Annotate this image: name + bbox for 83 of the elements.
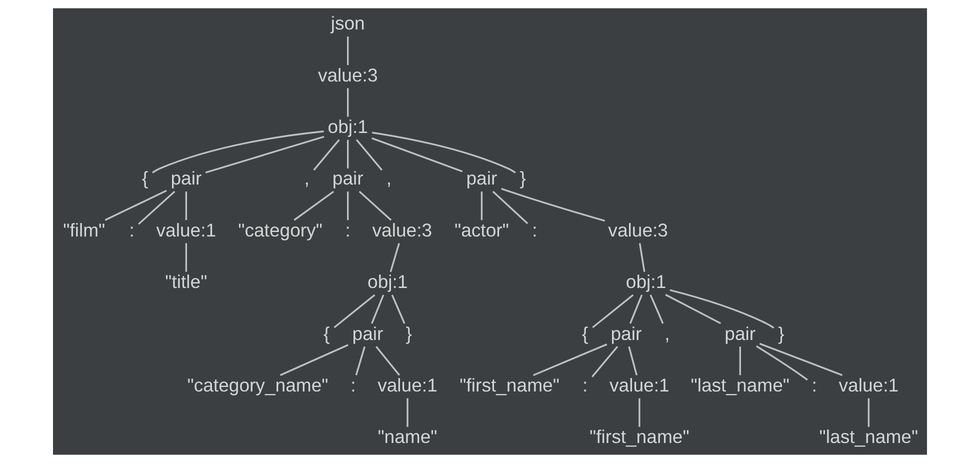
connector xyxy=(406,398,408,427)
connector xyxy=(500,188,605,222)
connector xyxy=(184,243,187,272)
node-text: { xyxy=(581,322,588,344)
node-text: , xyxy=(664,322,670,344)
node-text: pair xyxy=(332,168,363,189)
node-text: : xyxy=(582,374,588,396)
node-text: json xyxy=(330,12,364,34)
connector xyxy=(279,344,348,376)
node-text: "title" xyxy=(164,271,207,292)
node-text: "category_name" xyxy=(186,374,328,396)
connector xyxy=(664,294,721,324)
connector xyxy=(371,132,516,174)
node-text: obj:1 xyxy=(327,116,368,138)
connector xyxy=(333,294,375,328)
node-text: value:3 xyxy=(372,219,432,240)
connector xyxy=(138,190,175,225)
connector xyxy=(389,242,400,272)
node-text: pair xyxy=(724,322,756,344)
connector xyxy=(638,243,645,272)
node-text: } xyxy=(778,322,784,344)
connector xyxy=(755,345,808,381)
node-text: obj:1 xyxy=(367,271,408,292)
node-text: } xyxy=(519,168,526,189)
node-text: : xyxy=(344,219,350,240)
connector xyxy=(184,192,187,220)
node-text: "category" xyxy=(238,219,322,240)
node-text: : xyxy=(811,374,816,396)
connector xyxy=(293,190,334,221)
connector xyxy=(390,294,405,324)
connector xyxy=(532,344,607,376)
connector xyxy=(346,36,348,66)
node-text: "last_name" xyxy=(818,426,918,448)
connector xyxy=(628,294,642,324)
connector xyxy=(738,346,740,376)
connector xyxy=(628,346,638,376)
connector xyxy=(590,346,618,378)
connector xyxy=(649,294,664,324)
node-text: value:1 xyxy=(156,219,216,240)
node-text: "film" xyxy=(62,219,105,240)
node-text: , xyxy=(386,168,392,189)
connector xyxy=(375,346,400,376)
node-text: "first_name" xyxy=(459,374,559,396)
node-text: value:3 xyxy=(317,64,378,86)
connector xyxy=(592,294,634,328)
connector xyxy=(204,136,324,174)
node-text: "actor" xyxy=(454,219,508,240)
connector xyxy=(346,192,348,220)
connector xyxy=(152,130,324,174)
connector xyxy=(669,289,774,329)
connector xyxy=(104,190,166,221)
connector xyxy=(346,140,348,168)
node-text: : xyxy=(128,219,134,240)
connector xyxy=(638,398,640,427)
connector xyxy=(480,192,482,220)
node-text: pair xyxy=(466,168,497,189)
node-text: : xyxy=(350,374,356,396)
connector xyxy=(355,139,382,171)
node-text: "first_name" xyxy=(589,426,689,448)
connector xyxy=(758,342,842,376)
node-text: value:3 xyxy=(608,219,668,240)
connector xyxy=(354,346,365,376)
connector xyxy=(371,137,462,172)
node-text: : xyxy=(532,219,537,240)
node-text: "name" xyxy=(377,426,437,448)
node-text: value:1 xyxy=(838,374,898,396)
node-text: pair xyxy=(610,322,642,344)
connector xyxy=(370,294,384,324)
connector xyxy=(312,139,340,171)
node-text: pair xyxy=(352,322,383,344)
node-text: "last_name" xyxy=(690,374,790,396)
node-text: obj:1 xyxy=(625,271,666,292)
node-text: { xyxy=(323,322,330,344)
connector xyxy=(867,398,870,427)
node-text: value:1 xyxy=(609,374,669,396)
node-text: { xyxy=(142,168,148,189)
node-text: pair xyxy=(170,168,202,189)
node-text: } xyxy=(405,322,412,344)
connector xyxy=(358,190,392,221)
connector xyxy=(492,190,528,224)
node-text: , xyxy=(304,168,309,189)
node-text: value:1 xyxy=(377,374,437,396)
connector xyxy=(346,88,348,117)
